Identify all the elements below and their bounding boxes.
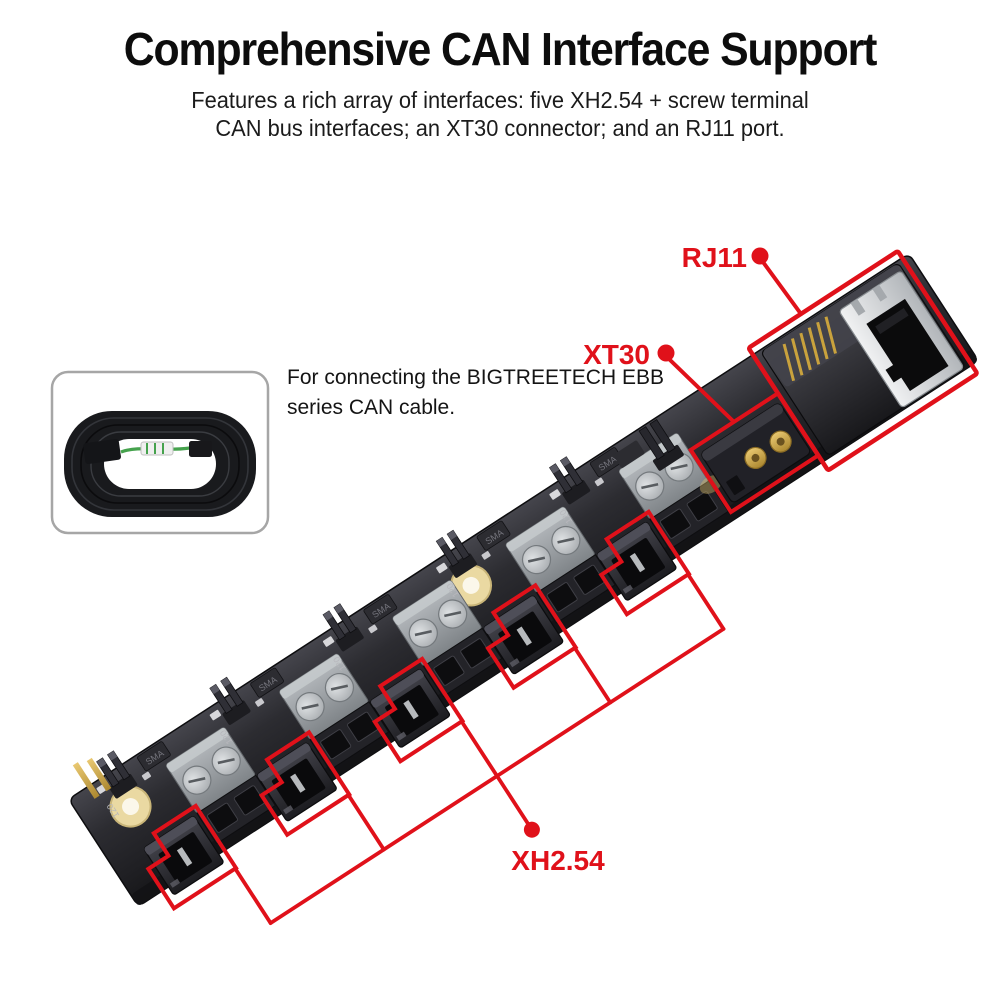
cable-image (64, 411, 256, 517)
rj11-gold-pin (807, 327, 821, 365)
xh-annotation-branch (495, 774, 530, 825)
xh-annotation-lines (233, 572, 726, 925)
subtitle-line-1: Features a rich array of interfaces: fiv… (191, 87, 809, 113)
rj11-connector (747, 249, 979, 472)
rj11-highlight (747, 249, 979, 472)
rj11-leader-line (761, 260, 803, 316)
rj11-gold-pin (782, 343, 796, 382)
page-subtitle: Features a rich array of interfaces: fiv… (25, 86, 975, 142)
jumper-header (653, 445, 684, 471)
rj11-gold-pin (790, 338, 804, 376)
xh-annotation-stub (572, 646, 613, 705)
xh-annotation-stub (346, 793, 386, 852)
xt30-leader-line (667, 357, 735, 423)
callout-line-1: For connecting the BIGTREETECH EBB (287, 366, 664, 389)
pcb-board (70, 249, 979, 925)
gold-pin (72, 762, 100, 799)
xt30-annotation-dot (657, 344, 675, 362)
cable-callout (50, 370, 270, 535)
cable-plug (83, 438, 121, 465)
callout-text: For connecting the BIGTREETECH EBB serie… (287, 363, 664, 423)
xh-annotation-dot (523, 821, 540, 838)
sma-diode (613, 440, 645, 468)
rj11-gold-pin (799, 332, 812, 371)
xh254-label: XH2.54 (511, 845, 605, 876)
xh-annotation-stub (233, 866, 273, 925)
rj11-gold-pin (816, 321, 829, 360)
xt30-connector (687, 390, 821, 515)
page-title: Comprehensive CAN Interface Support (123, 23, 878, 75)
subtitle-line-2: CAN bus interfaces; an XT30 connector; a… (215, 115, 785, 141)
callout-line-2: series CAN cable. (287, 396, 456, 419)
cable-mini-connector (189, 441, 212, 457)
gold-pin (86, 757, 112, 792)
cable-crimp-housing (140, 441, 174, 456)
rj11-annotation-dot (751, 247, 769, 265)
rj11-label: RJ11 (682, 242, 747, 273)
xh-annotation-stub (459, 719, 499, 778)
xh-annotation-stub (686, 572, 726, 631)
rj11-gold-pin (824, 316, 837, 354)
xt30-label: XT30 (583, 339, 650, 370)
